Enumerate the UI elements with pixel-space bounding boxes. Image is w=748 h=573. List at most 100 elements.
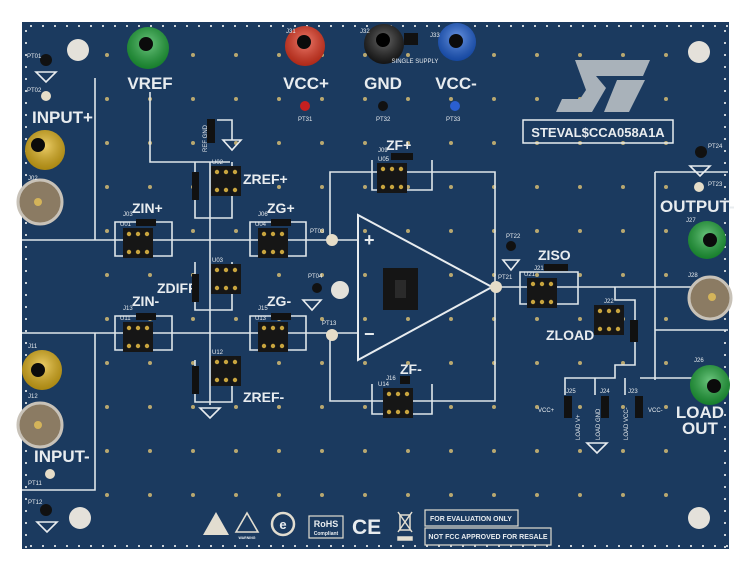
vcc-plus-jack[interactable] <box>285 26 325 66</box>
via <box>246 25 248 27</box>
via <box>724 402 726 404</box>
via <box>186 25 188 27</box>
via <box>724 186 726 188</box>
pt24-label: PT24 <box>708 144 723 150</box>
via <box>191 317 195 321</box>
via <box>724 150 726 152</box>
via <box>438 545 440 547</box>
via <box>25 90 27 92</box>
via <box>558 545 560 547</box>
via <box>522 25 524 27</box>
zload-label: ZLOAD <box>546 327 594 343</box>
load-gnd-label: LOAD GND <box>596 408 602 440</box>
via <box>320 97 324 101</box>
via <box>25 546 27 548</box>
via <box>406 361 410 365</box>
via <box>363 53 367 57</box>
output-bnc[interactable] <box>687 275 733 321</box>
ziso-label: ZISO <box>538 247 571 263</box>
via <box>318 25 320 27</box>
via <box>25 402 27 404</box>
via <box>306 545 308 547</box>
vref-jack[interactable] <box>127 27 169 69</box>
via <box>724 498 726 500</box>
via <box>25 42 27 44</box>
via <box>363 361 367 365</box>
via <box>492 405 496 409</box>
via <box>664 97 668 101</box>
via <box>724 462 726 464</box>
jumpers[interactable] <box>136 119 643 418</box>
via <box>492 493 496 497</box>
load-out-jack[interactable] <box>690 365 730 405</box>
via <box>621 361 625 365</box>
via <box>666 545 668 547</box>
pt04-label: PT04 <box>308 274 323 280</box>
pt23-label: PT23 <box>708 182 723 188</box>
via <box>363 141 367 145</box>
via <box>222 25 224 27</box>
via <box>406 97 410 101</box>
via <box>594 545 596 547</box>
j15-designator: J15 <box>258 306 268 312</box>
output-minus-jack[interactable] <box>688 221 726 259</box>
via <box>630 545 632 547</box>
esd-icon <box>203 512 229 535</box>
pt13-label: PT13 <box>322 321 337 327</box>
input-minus-jack[interactable] <box>22 350 62 390</box>
via <box>234 317 238 321</box>
via <box>366 25 368 27</box>
via <box>25 510 27 512</box>
via <box>90 25 92 27</box>
via <box>234 97 238 101</box>
via <box>320 361 324 365</box>
via <box>492 449 496 453</box>
via <box>535 185 539 189</box>
input-plus-jack[interactable] <box>25 130 65 170</box>
zdiff-label: ZDIFF <box>157 280 197 296</box>
via <box>25 474 27 476</box>
via <box>25 102 27 104</box>
output-minus-label: OUTPUT- <box>660 197 735 216</box>
input-minus-bnc[interactable] <box>16 401 64 449</box>
via <box>724 210 726 212</box>
via <box>25 162 27 164</box>
via <box>724 342 726 344</box>
via <box>724 354 726 356</box>
load-vplus-label: LOAD V+ <box>576 414 582 440</box>
via <box>726 25 728 27</box>
via <box>320 185 324 189</box>
input-plus-bnc[interactable] <box>16 178 64 226</box>
via <box>162 25 164 27</box>
via <box>25 282 27 284</box>
via <box>30 25 32 27</box>
via <box>578 317 582 321</box>
via <box>148 273 152 277</box>
via <box>105 493 109 497</box>
via <box>664 405 668 409</box>
via <box>25 222 27 224</box>
via <box>148 493 152 497</box>
zf-plus-label: ZF+ <box>386 137 411 153</box>
via <box>78 25 80 27</box>
via <box>449 141 453 145</box>
test-points[interactable] <box>40 54 707 516</box>
load-vcc-minus-label: LOAD VCC- <box>624 407 630 440</box>
via <box>105 405 109 409</box>
via <box>148 405 152 409</box>
via <box>535 405 539 409</box>
j33-jumper[interactable] <box>404 33 418 45</box>
vcc-minus-jack[interactable] <box>438 23 476 61</box>
via <box>664 317 668 321</box>
ref-gnd-label: REF GND <box>203 124 209 152</box>
single-supply-label: SINGLE SUPPLY <box>392 59 439 65</box>
j13-designator: J13 <box>123 306 133 312</box>
via <box>42 25 44 27</box>
rohs-text: RoHS <box>314 519 339 529</box>
via <box>148 449 152 453</box>
via <box>105 273 109 277</box>
via <box>126 25 128 27</box>
load-out-label-2: OUT <box>682 419 719 438</box>
via <box>621 273 625 277</box>
gnd-jack[interactable] <box>364 24 404 64</box>
